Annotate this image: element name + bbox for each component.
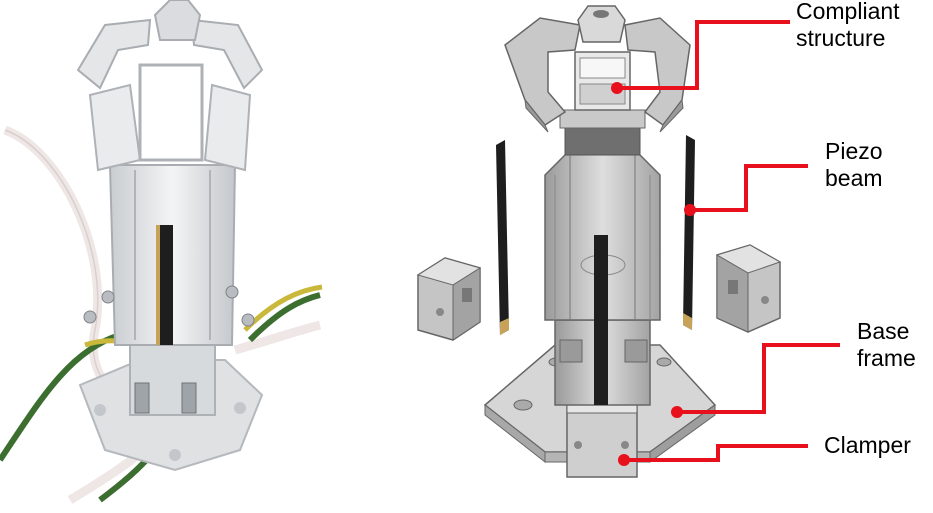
photo-arm-right (190, 18, 264, 90)
callout-compliant-structure (611, 20, 790, 94)
label-compliant-line2: structure (796, 25, 886, 51)
cad-side-block-right (715, 244, 782, 333)
label-compliant-structure: Compliant structure (796, 0, 900, 52)
label-piezo-beam: Piezo beam (825, 138, 883, 192)
cad-upper-block (564, 124, 641, 156)
label-base-line2: frame (857, 345, 916, 371)
photo-plate-left (88, 83, 142, 172)
photo-screws (83, 285, 255, 414)
wire-white-right (233, 320, 322, 355)
cad-piezo-left (496, 140, 509, 335)
callouts (611, 20, 840, 466)
cad-exploded-view (416, 5, 782, 478)
label-clamper-line1: Clamper (824, 432, 911, 458)
photo-arm-left (76, 18, 152, 90)
label-base-frame: Base frame (857, 318, 916, 372)
cad-side-block-left (416, 257, 482, 341)
label-piezo-line2: beam (825, 165, 883, 191)
label-clamper: Clamper (824, 432, 911, 459)
photo-tip (153, 0, 202, 41)
cad-clamper (566, 404, 638, 478)
photo-window (138, 63, 204, 162)
cad-piezo-center (594, 235, 608, 405)
photo-plate-right (203, 83, 252, 172)
label-piezo-line1: Piezo (825, 138, 883, 164)
wire-green-right (247, 292, 321, 343)
callout-base-frame (671, 343, 840, 418)
callout-clamper (618, 444, 808, 466)
cad-piezo-right (683, 135, 695, 330)
callout-piezo-beam (684, 164, 808, 216)
label-compliant-line1: Compliant (796, 0, 900, 24)
cad-compliant-left-arm (504, 17, 581, 126)
label-base-line1: Base (857, 318, 910, 344)
cad-tip (577, 5, 626, 43)
photo-piezo-beam (160, 225, 173, 345)
prototype-photo (0, 0, 323, 504)
